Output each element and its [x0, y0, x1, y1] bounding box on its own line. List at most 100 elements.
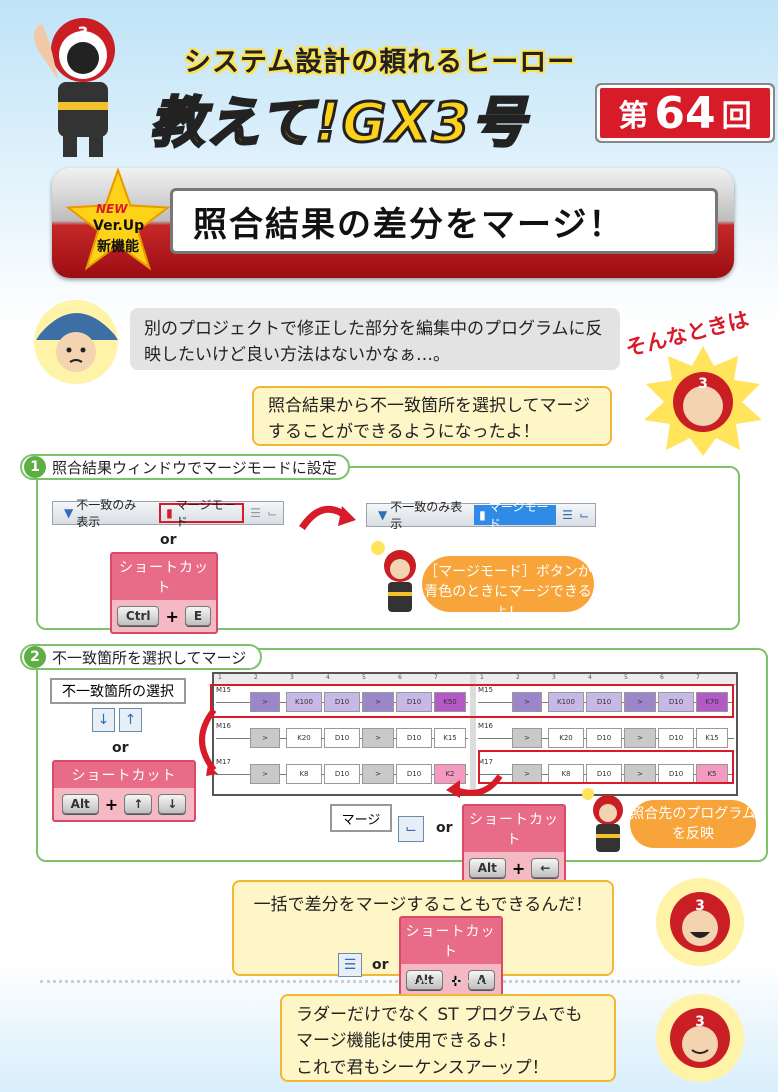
gx3-hero-illustration: 3 — [33, 18, 115, 157]
badge-new-feature: 新機能 — [97, 239, 139, 255]
ladder-device-label: M17 — [216, 758, 231, 766]
ladder-cell: K15 — [434, 728, 466, 748]
merge-mode-button-on[interactable]: ▮ マージモード — [474, 500, 557, 531]
step2-shortcut: ショートカット Alt + ↑ ↓ — [52, 760, 196, 822]
step2-tip-burst: 照合先のプログラムを反映 — [630, 800, 756, 848]
mismatch-only-label: 不一致のみ表示 — [76, 498, 137, 529]
ladder-device-label: M15 — [478, 686, 493, 694]
ladder-cell: D10 — [396, 728, 432, 748]
merge-label: マージ — [330, 804, 392, 832]
merge-mode-button-off[interactable]: ▮ マージモード — [159, 498, 245, 529]
badge-new: NEW — [96, 202, 128, 216]
mismatch-only-button[interactable]: ▼ 不一致のみ表示 — [373, 500, 468, 531]
bulk-merge-icon[interactable]: ☰ — [338, 953, 362, 977]
merge-shortcut: ショートカット Alt + ← — [462, 804, 566, 886]
ladder-cell: K15 — [696, 728, 728, 748]
merge-button-icon[interactable]: ⌙ — [398, 816, 424, 842]
pane-divider[interactable] — [470, 674, 476, 794]
column-number: 5 — [362, 674, 366, 681]
hero-thinking-icon — [371, 541, 416, 612]
ladder-cell: > — [624, 692, 656, 712]
ladder-cell: D10 — [324, 692, 360, 712]
column-number: 6 — [660, 674, 664, 681]
question-bubble: 別のプロジェクトで修正した部分を編集中のプログラムに反映したいけど良い方法はない… — [130, 308, 620, 370]
step1-shortcut: ショートカット Ctrl + E — [110, 552, 218, 634]
svg-text:3: 3 — [77, 23, 88, 42]
merge-mode-label: マージモード — [488, 500, 549, 531]
ladder-cell: K70 — [696, 692, 728, 712]
hero-face-laugh-icon: 3 — [656, 878, 744, 966]
ladder-cell: K20 — [286, 728, 322, 748]
main-title: 教えて!GX3号 — [148, 90, 528, 156]
ladder-cell: > — [250, 692, 280, 712]
column-number: 1 — [218, 674, 222, 681]
ladder-cell: K2 — [434, 764, 466, 784]
next-mismatch-icon[interactable]: ↓ — [92, 708, 115, 732]
column-number: 3 — [290, 674, 294, 681]
bulk-merge-options: ☰ or ショートカット Alt + A — [338, 916, 503, 998]
key-ctrl: Ctrl — [116, 606, 160, 626]
ladder-cell: D10 — [324, 728, 360, 748]
merge-or: or — [436, 820, 453, 836]
closing-line1: ラダーだけでなく ST プログラムでも — [296, 1005, 583, 1025]
ladder-cell: > — [512, 692, 542, 712]
shortcut-keys: Ctrl + E — [112, 600, 216, 632]
ladder-device-label: M15 — [216, 686, 231, 694]
merge-arrow-icon[interactable]: ⌙ — [266, 506, 277, 520]
column-number: 6 — [398, 674, 402, 681]
ladder-cell: K100 — [548, 692, 584, 712]
episode-suffix: 回 — [721, 99, 752, 134]
bulk-merge-bubble: 一括で差分をマージすることもできるんだ！ ☰ or ショートカット Alt + … — [232, 880, 614, 998]
bulk-merge-icon[interactable]: ☰ — [250, 506, 261, 520]
series-title: システム設計の頼れるヒーロー — [184, 47, 576, 78]
bulk-shortcut: ショートカット Alt + A — [398, 916, 503, 998]
column-number: 5 — [624, 674, 628, 681]
select-icons: ↓ ↑ — [92, 708, 142, 732]
hero-face-burst-icon: 3 — [644, 346, 762, 456]
ladder-cell: D10 — [658, 692, 694, 712]
key-down: ↓ — [158, 794, 187, 814]
toolbar-after: ▼ 不一致のみ表示 ▮ マージモード ☰ ⌙ — [366, 500, 596, 531]
column-number: 4 — [326, 674, 330, 681]
mismatch-only-label: 不一致のみ表示 — [390, 500, 463, 531]
merge-arrow-icon[interactable]: ⌙ — [578, 508, 589, 522]
ladder-cell: K20 — [548, 728, 584, 748]
bulk-merge-icon[interactable]: ☰ — [562, 508, 573, 522]
merge-mode-label: マージモード — [175, 498, 236, 529]
column-number: 2 — [516, 674, 520, 681]
feature-banner-inner: 照合結果の差分をマージ！ — [170, 188, 718, 254]
merge-back-arrow-icon — [446, 774, 503, 798]
step2-header: 2 不一致箇所を選択してマージ — [20, 644, 262, 670]
hero-pointing-icon — [582, 788, 623, 852]
answer-bubble: 照合結果から不一致箇所を選択してマージすることができるようになったよ！ — [252, 386, 612, 446]
prev-mismatch-icon[interactable]: ↑ — [119, 708, 142, 732]
ladder-device-label: M16 — [478, 722, 493, 730]
toolbar-before: ▼ 不一致のみ表示 ▮ マージモード ☰ ⌙ — [52, 498, 284, 529]
mismatch-only-button[interactable]: ▼ 不一致のみ表示 — [59, 498, 153, 529]
star-badge-icon — [66, 168, 170, 271]
closing-line3: これで君もシーケンスアーップ！ — [296, 1057, 549, 1078]
column-number: 2 — [254, 674, 258, 681]
shortcut-keys: Alt + ↑ ↓ — [54, 788, 194, 820]
step1-header: 1 照合結果ウィンドウでマージモードに設定 — [20, 454, 350, 480]
step1-number: 1 — [24, 456, 46, 478]
column-number: 4 — [588, 674, 592, 681]
hero-face-smile-icon: 3 — [656, 994, 744, 1082]
ladder-device-label: M17 — [478, 758, 493, 766]
ladder-cell: D10 — [586, 692, 622, 712]
select-cycle-arrow-icon — [199, 708, 218, 776]
step1-label: 照合結果ウィンドウでマージモードに設定 — [52, 458, 337, 477]
ladder-cell: D10 — [396, 764, 432, 784]
episode-badge: 第 64 回 — [600, 88, 770, 139]
select-mismatch-label: 不一致箇所の選択 — [50, 678, 186, 704]
key-alt: Alt — [61, 794, 99, 814]
key-left: ← — [531, 858, 560, 878]
badge-version: Ver.Up — [93, 218, 145, 234]
